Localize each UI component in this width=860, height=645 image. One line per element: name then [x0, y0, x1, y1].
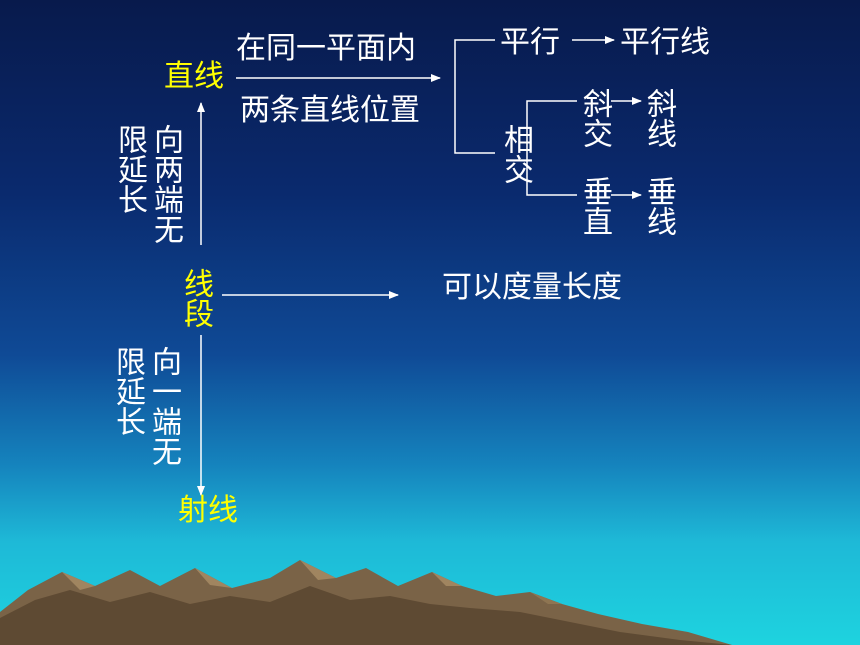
label-ray: 射线 [178, 493, 238, 528]
label-straight-line: 直线 [164, 59, 224, 94]
label-same-plane: 在同一平面内 [236, 31, 416, 66]
label-oblique-intersect: 斜交 [577, 88, 612, 148]
label-intersect: 相交 [498, 124, 533, 184]
label-measurable: 可以度量长度 [442, 270, 622, 305]
label-direction-both-col2: 限延长 [112, 124, 147, 214]
label-parallel: 平行 [500, 25, 560, 60]
label-two-lines-position: 两条直线位置 [240, 93, 420, 128]
label-direction-one-col2: 限延长 [110, 346, 145, 436]
label-parallel-line: 平行线 [620, 25, 710, 60]
label-direction-both-col1: 向两端无 [148, 124, 183, 244]
bracket-position [454, 39, 495, 154]
label-oblique-line: 斜线 [641, 88, 676, 148]
label-segment: 线段 [178, 268, 213, 328]
label-perpendicular-line: 垂线 [641, 176, 676, 236]
bracket-intersect [526, 100, 577, 196]
mountain-range [0, 560, 732, 645]
label-direction-one-col1: 向一端无 [146, 346, 181, 466]
label-perpendicular: 垂直 [577, 176, 612, 236]
